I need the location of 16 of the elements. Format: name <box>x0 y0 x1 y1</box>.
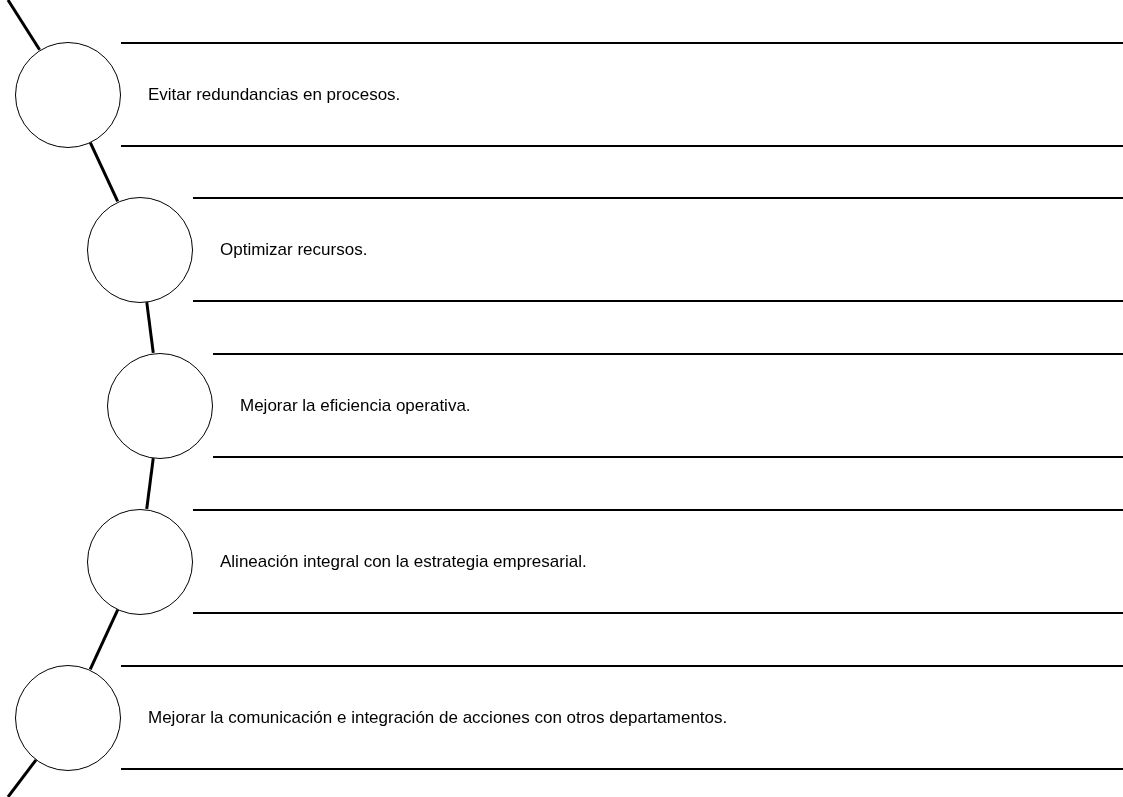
item-text: Optimizar recursos. <box>220 239 368 260</box>
list-band <box>213 353 1123 458</box>
item-text: Evitar redundancias en procesos. <box>148 84 401 105</box>
connector-line <box>88 141 120 203</box>
connector-line <box>6 758 38 797</box>
item-text: Mejorar la comunicación e integración de acciones con otros departamentos. <box>148 707 728 728</box>
list-band <box>193 509 1123 614</box>
connector-line <box>6 0 41 51</box>
item-text: Alineación integral con la estrategia empresarial. <box>220 551 587 572</box>
list-band <box>121 42 1123 147</box>
list-band <box>193 197 1123 302</box>
connector-line <box>88 609 120 670</box>
connector-line <box>145 457 155 510</box>
item-text: Mejorar la eficiencia operativa. <box>240 395 471 416</box>
connector-line <box>145 301 155 354</box>
list-band <box>121 665 1123 770</box>
